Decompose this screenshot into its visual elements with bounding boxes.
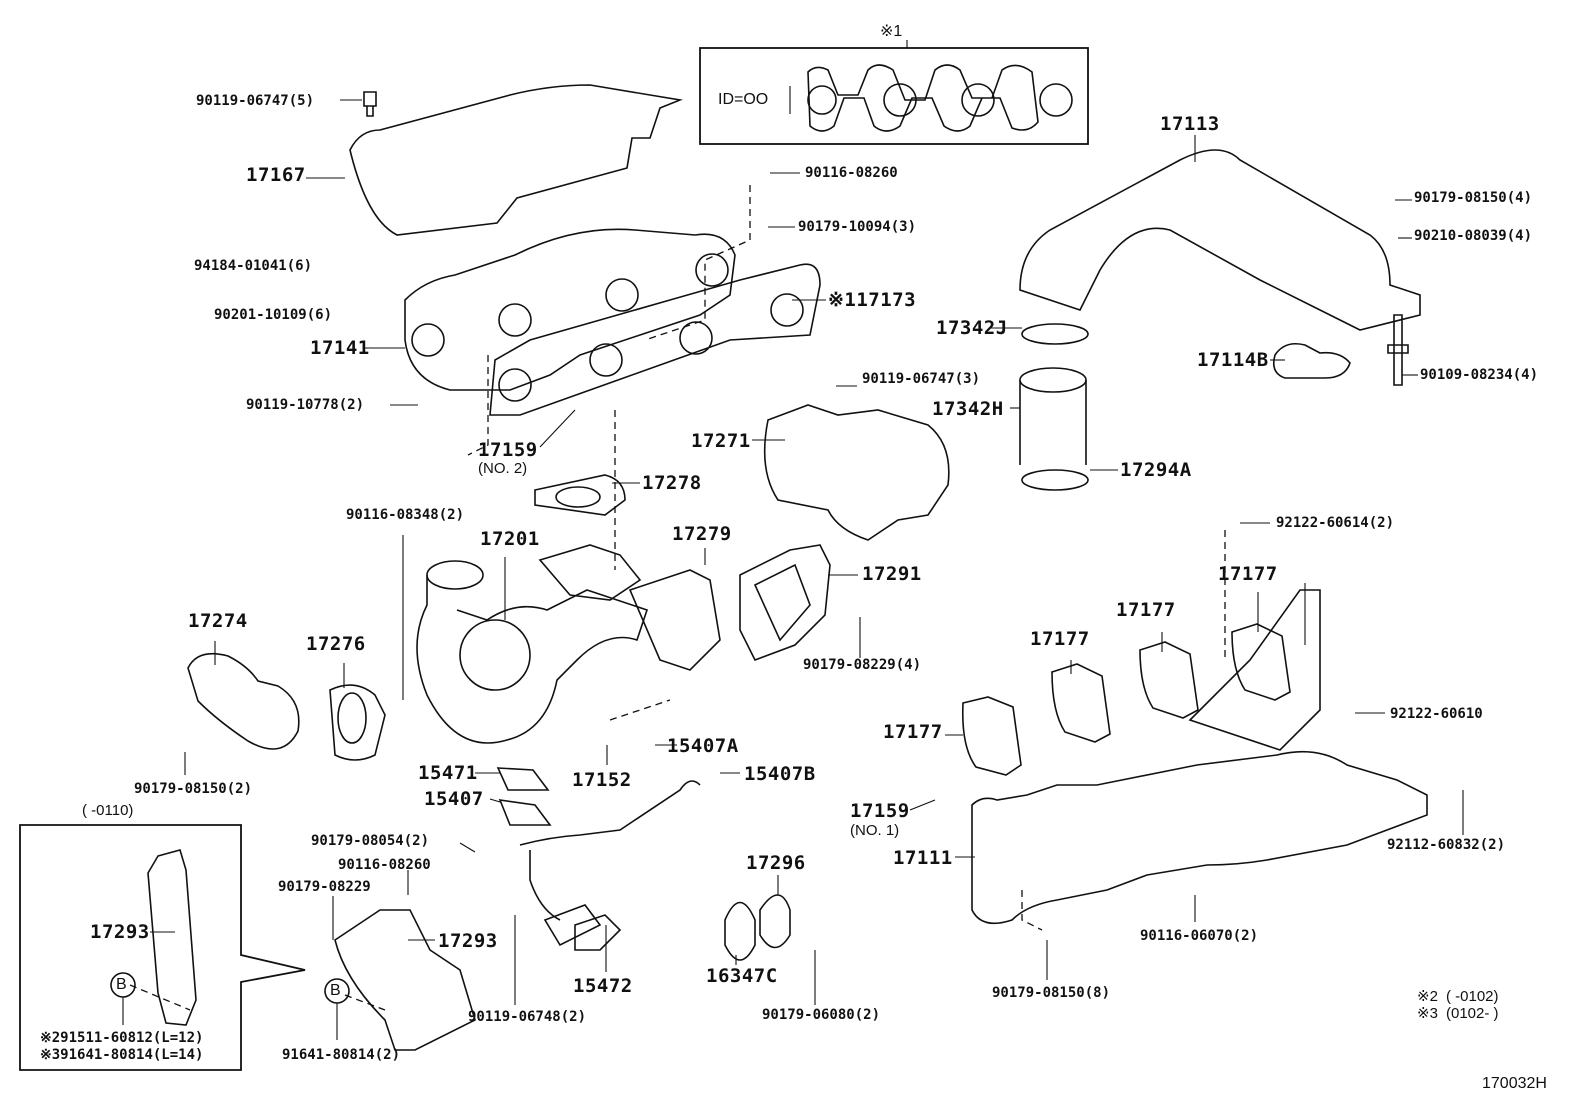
part-label-92122-60614-2[interactable]: 92122-60614(2): [1276, 515, 1395, 531]
part-label-91511-60812[interactable]: ※291511-60812(L=12): [40, 1030, 204, 1046]
heat-insulator-17271: [763, 404, 950, 541]
part-label-17276[interactable]: 17276: [306, 633, 366, 655]
part-label-90119-10778-2[interactable]: 90119-10778(2): [246, 397, 365, 413]
part-label-17271[interactable]: 17271: [691, 430, 751, 452]
inset-id-label: ID=OO: [718, 91, 769, 108]
part-label-17278[interactable]: 17278: [642, 472, 702, 494]
circle-b-letter: B: [330, 982, 341, 999]
turbocharger-17201: [416, 544, 721, 744]
part-label-17342H[interactable]: 17342H: [932, 398, 1004, 420]
part-label-17159-no1[interactable]: 17159: [850, 800, 910, 822]
part-label-16347C[interactable]: 16347C: [706, 965, 778, 987]
plate-17296: [759, 894, 791, 949]
part-label-90116-08260-top[interactable]: 90116-08260: [805, 165, 898, 181]
gasket-17276: [329, 684, 386, 761]
part-label-17159-no1-sub: (NO. 1): [850, 822, 900, 839]
bracket-17293: [334, 909, 476, 1051]
exhaust-manifold-17111: [971, 750, 1428, 925]
part-label-17177-c[interactable]: 17177: [1116, 599, 1176, 621]
part-label-15472[interactable]: 15472: [573, 975, 633, 997]
gasket-inset: [699, 40, 1089, 145]
part-label-90179-10094-3[interactable]: 90179-10094(3): [798, 219, 917, 235]
part-label-17159-no2-sub: (NO. 2): [478, 460, 528, 477]
intake-pipe-17113: [1019, 149, 1421, 331]
part-label-17291[interactable]: 17291: [862, 563, 922, 585]
clamp-17342J: [1021, 323, 1089, 345]
gasket-17278: [534, 474, 626, 516]
part-label-90201-10109-6[interactable]: 90201-10109(6): [214, 307, 333, 323]
leader-lines: [122, 99, 1464, 1040]
note-3-text: (0102- ): [1446, 1005, 1499, 1022]
heat-insulator-17167: [349, 84, 683, 236]
part-label-90179-06080-2[interactable]: 90179-06080(2): [762, 1007, 881, 1023]
exhaust-manifold-17141: [404, 228, 736, 391]
part-label-90210-08039-4[interactable]: 90210-08039(4): [1414, 228, 1533, 244]
inset-marker-1: ※1: [880, 23, 903, 40]
oil-pipe-15407: [519, 780, 701, 921]
inset-range-label: ( -0110): [82, 802, 134, 819]
part-label-15407B[interactable]: 15407B: [744, 763, 816, 785]
part-label-17201[interactable]: 17201: [480, 528, 540, 550]
part-label-17293[interactable]: 17293: [438, 930, 498, 952]
part-label-17167[interactable]: 17167: [246, 164, 306, 186]
part-label-90179-08150-4[interactable]: 90179-08150(4): [1414, 190, 1533, 206]
gasket-16347C: [724, 901, 756, 961]
part-label-90116-08260-low[interactable]: 90116-08260: [338, 857, 431, 873]
part-label-90179-08150-2[interactable]: 90179-08150(2): [134, 781, 253, 797]
part-label-91641-80814-2[interactable]: 91641-80814(2): [282, 1047, 401, 1063]
note-3-marker: ※3: [1417, 1005, 1438, 1022]
part-label-17114B[interactable]: 17114B: [1197, 349, 1269, 371]
gasket-17291: [739, 544, 831, 662]
part-label-15407A[interactable]: 15407A: [667, 735, 739, 757]
part-label-92122-60610[interactable]: 92122-60610: [1390, 706, 1483, 722]
circle-b-inset-letter: B: [116, 976, 127, 993]
part-label-94184-01041-6[interactable]: 94184-01041(6): [194, 258, 313, 274]
part-label-90119-06748-2[interactable]: 90119-06748(2): [468, 1009, 587, 1025]
part-label-17177-a[interactable]: 17177: [883, 721, 943, 743]
part-label-17113[interactable]: 17113: [1160, 113, 1220, 135]
part-label-17159-no2[interactable]: 17159: [478, 439, 538, 461]
part-label-91641-80814-alt[interactable]: ※391641-80814(L=14): [40, 1047, 204, 1063]
hose-17342H: [1019, 367, 1087, 465]
part-label-17177-b[interactable]: 17177: [1030, 628, 1090, 650]
part-label-90179-08229-4[interactable]: 90179-08229(4): [803, 657, 922, 673]
part-label-90119-06747-3[interactable]: 90119-06747(3): [862, 371, 981, 387]
gasket-17177-set: [961, 623, 1291, 776]
part-label-92112-60832-2[interactable]: 92112-60832(2): [1387, 837, 1506, 853]
part-label-90179-08054-2[interactable]: 90179-08054(2): [311, 833, 430, 849]
note-2-text: ( -0102): [1446, 988, 1499, 1005]
part-label-17141[interactable]: 17141: [310, 337, 370, 359]
part-label-90179-08229[interactable]: 90179-08229: [278, 879, 371, 895]
part-label-15471[interactable]: 15471: [418, 762, 478, 784]
part-label-17296[interactable]: 17296: [746, 852, 806, 874]
part-label-90179-08150-8[interactable]: 90179-08150(8): [992, 985, 1111, 1001]
part-label-90116-06070-2[interactable]: 90116-06070(2): [1140, 928, 1259, 944]
part-label-17111[interactable]: 17111: [893, 847, 953, 869]
part-label-90116-08348-2[interactable]: 90116-08348(2): [346, 507, 465, 523]
part-label-90109-08234-4[interactable]: 90109-08234(4): [1420, 367, 1539, 383]
part-label-17342J[interactable]: 17342J: [936, 317, 1008, 339]
gasket-17114B: [1272, 342, 1351, 379]
note-2-marker: ※2: [1417, 988, 1438, 1005]
part-label-17152[interactable]: 17152: [572, 769, 632, 791]
figure-id: 170032H: [1482, 1075, 1547, 1092]
part-label-17274[interactable]: 17274: [188, 610, 248, 632]
part-label-17173[interactable]: ※117173: [828, 289, 917, 311]
part-label-90119-06747-5[interactable]: 90119-06747(5): [196, 93, 315, 109]
part-label-17177-d[interactable]: 17177: [1218, 563, 1278, 585]
elbow-17274: [187, 652, 300, 750]
part-label-15407[interactable]: 15407: [424, 788, 484, 810]
clamp-17294A: [1021, 469, 1089, 491]
part-label-17279[interactable]: 17279: [672, 523, 732, 545]
exhaust-gasket-17173: [489, 263, 821, 416]
bracket-inset: [19, 824, 306, 1071]
part-label-17294A[interactable]: 17294A: [1120, 459, 1192, 481]
part-label-17293-inset[interactable]: 17293: [90, 921, 150, 943]
